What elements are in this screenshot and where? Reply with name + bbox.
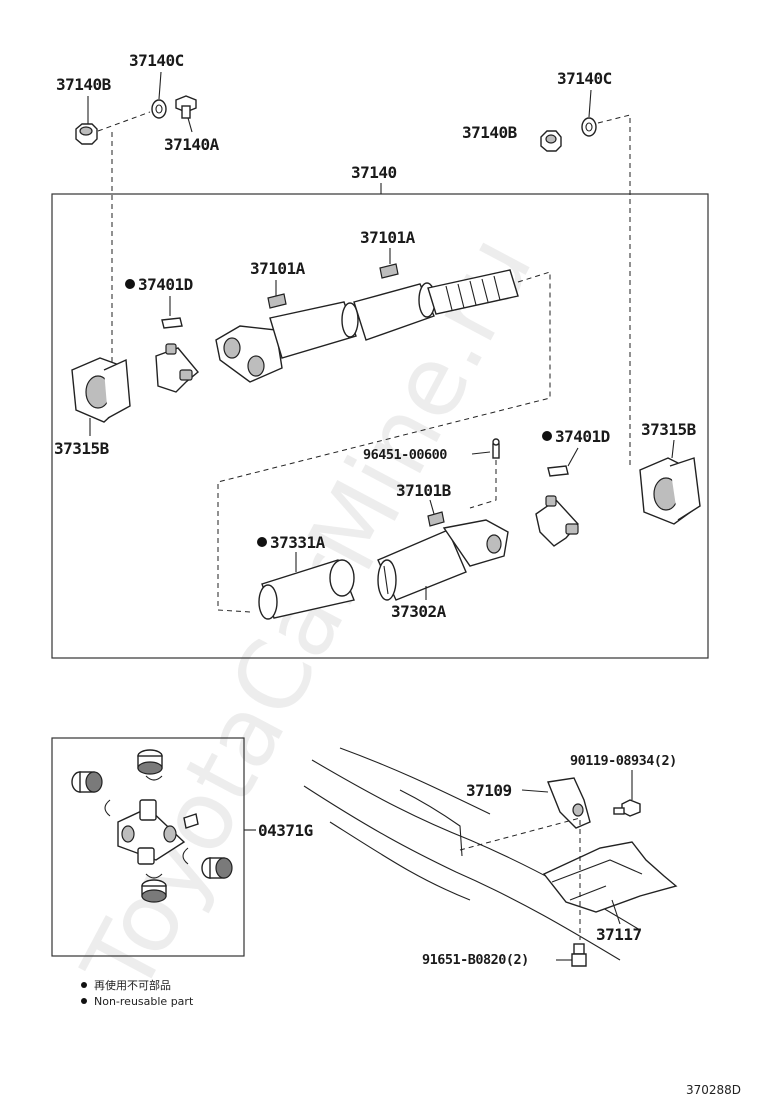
non-reusable-dot-37401D-left: [125, 279, 135, 289]
leader-37140C-left: [158, 71, 162, 100]
washer-37140C-right[interactable]: [581, 117, 597, 137]
leader-96451: [471, 451, 491, 455]
snap-ring-37401D-left[interactable]: [161, 317, 183, 329]
label-96451-00600: 96451-00600: [363, 447, 447, 463]
spline-connection-outline: [217, 271, 551, 613]
spider-right[interactable]: [535, 495, 579, 547]
heat-insulator-37117[interactable]: [542, 841, 678, 913]
shaft-tube-front[interactable]: [269, 301, 359, 359]
label-37101B: 37101B: [396, 481, 452, 500]
non-reusable-dot-37401D-right: [542, 431, 552, 441]
nut-37140B-right[interactable]: [540, 130, 562, 152]
assembly-frame: [51, 193, 709, 659]
dust-boot-37331A[interactable]: [258, 559, 355, 620]
shaft-yoke-front[interactable]: [215, 325, 283, 383]
leader-37117: [611, 899, 621, 925]
leader-37140A: [187, 117, 193, 133]
spider-kit-04371G[interactable]: [71, 749, 233, 903]
label-37101A-right: 37101A: [360, 228, 416, 247]
balance-weight-37101A-right[interactable]: [379, 263, 399, 279]
fastener-axis-right: [597, 114, 631, 466]
label-37140B-left: 37140B: [56, 75, 112, 94]
flange-yoke-37315B-right[interactable]: [639, 457, 701, 525]
label-37401D-left: 37401D: [138, 275, 193, 294]
leader-37401D-right: [567, 447, 579, 467]
fastener-axis-left: [97, 111, 151, 132]
shaft-spline-front[interactable]: [427, 269, 519, 315]
label-37101A-left: 37101A: [250, 259, 306, 278]
legend-jp: 再使用不可部品: [94, 978, 171, 992]
label-37331A: 37331A: [270, 533, 326, 552]
label-91651-B0820: 91651-B0820(2): [422, 952, 529, 968]
label-37140C-left: 37140C: [129, 51, 184, 70]
label-90119-08934: 90119-08934(2): [570, 753, 677, 769]
leader-37101B: [429, 499, 435, 515]
leader-37140C-right: [588, 89, 592, 118]
bolt-37140A[interactable]: [175, 95, 197, 119]
label-37302A: 37302A: [391, 602, 447, 621]
label-37140: 37140: [351, 163, 397, 182]
bolt-91651-B0820[interactable]: [571, 943, 587, 967]
bracket-axis: [459, 817, 581, 851]
bracket-37109[interactable]: [547, 777, 591, 829]
label-37117: 37117: [596, 925, 642, 944]
legend-en: Non-reusable part: [94, 995, 194, 1008]
label-37315B-right: 37315B: [641, 420, 697, 439]
label-37401D-right: 37401D: [555, 427, 610, 446]
legend-dot-en: [81, 998, 87, 1004]
leader-37315B-right: [671, 439, 675, 459]
sleeve-yoke-37302A[interactable]: [377, 519, 509, 601]
bolt-90119-08934[interactable]: [613, 799, 641, 817]
spider-left[interactable]: [155, 343, 199, 393]
illustration-ref-code: 370288D: [686, 1083, 741, 1097]
grease-fitting-96451[interactable]: [492, 438, 500, 459]
spider-kit-frame: [51, 737, 245, 957]
label-37140B-right: 37140B: [462, 123, 518, 142]
chassis-frame-rails: [303, 747, 641, 961]
label-37315B-left: 37315B: [54, 439, 110, 458]
balance-weight-37101A-left[interactable]: [267, 293, 287, 309]
label-37140A: 37140A: [164, 135, 220, 154]
flange-yoke-37315B-left[interactable]: [71, 357, 131, 423]
nut-37140B-left[interactable]: [75, 123, 98, 145]
legend-dot-jp: [81, 982, 87, 988]
label-04371G: 04371G: [258, 821, 313, 840]
balance-weight-37101B[interactable]: [427, 511, 445, 527]
label-37109: 37109: [466, 781, 512, 800]
washer-37140C-left[interactable]: [151, 99, 167, 119]
grease-fitting-axis: [469, 460, 497, 509]
shaft-tube-middle[interactable]: [353, 282, 436, 341]
non-reusable-dot-37331A: [257, 537, 267, 547]
label-37140C-right: 37140C: [557, 69, 612, 88]
leader-37109: [521, 789, 549, 793]
snap-ring-37401D-right[interactable]: [547, 465, 569, 477]
